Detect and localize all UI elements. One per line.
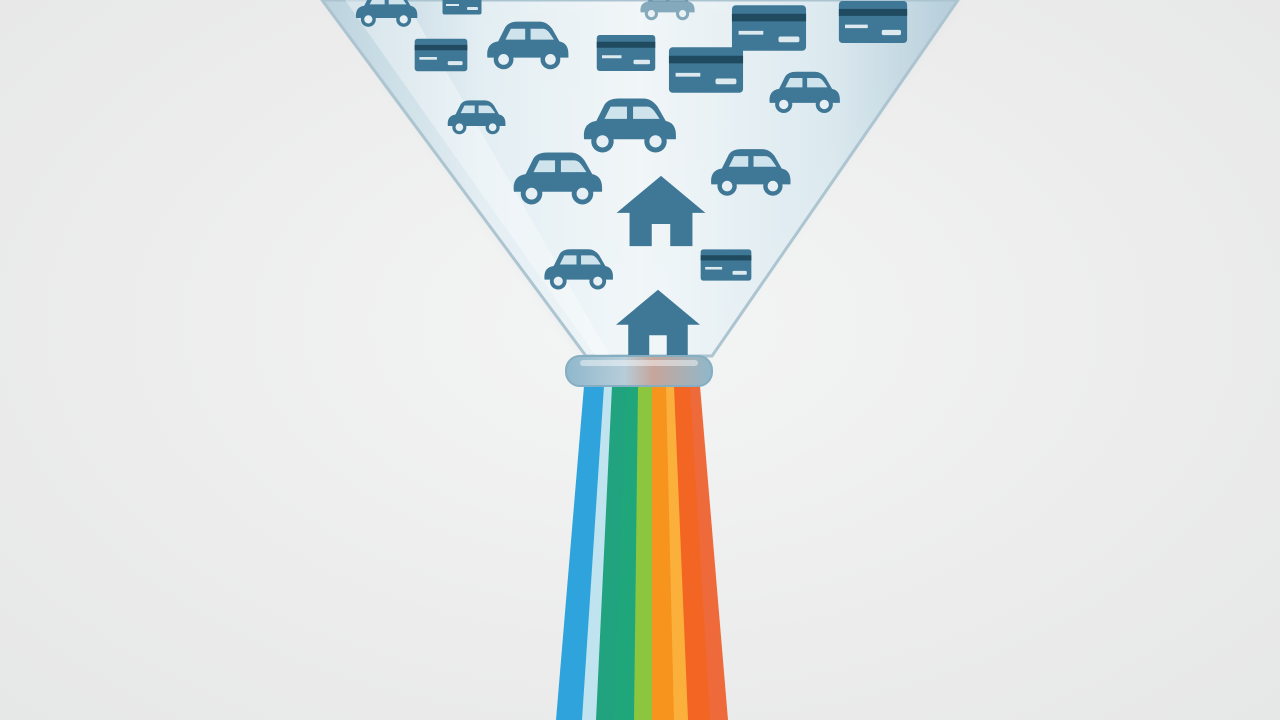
rainbow-stream [556, 386, 728, 720]
funnel-ring-shine [580, 360, 698, 366]
credit-card-icon [700, 249, 752, 281]
credit-card-icon [442, 0, 482, 15]
funnel-ring [565, 355, 713, 387]
credit-card-icon [668, 47, 744, 93]
credit-card-icon [596, 35, 656, 71]
credit-card-icon [838, 1, 908, 43]
funnel-highlight [345, 0, 610, 356]
credit-card-icon [731, 5, 807, 51]
credit-card-icon [414, 38, 468, 72]
